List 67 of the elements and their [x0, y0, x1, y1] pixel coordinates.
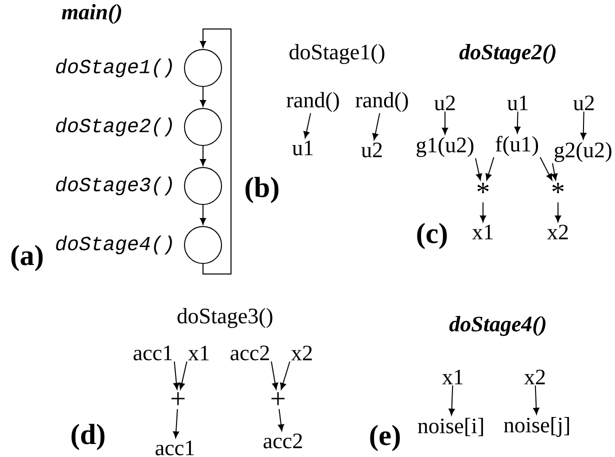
function-label: doStage3()	[56, 176, 172, 196]
panel-label: (a)	[11, 244, 43, 272]
arrow	[580, 111, 586, 140]
value-text: acc2	[264, 434, 302, 448]
arrow	[533, 384, 540, 415]
arrow	[442, 111, 448, 134]
operator-symbol: *	[552, 182, 564, 194]
value-text: noise[i]	[418, 418, 483, 436]
value-text: x1	[472, 224, 493, 240]
operator-symbol: *	[477, 182, 489, 194]
function-label: doStage4()	[56, 236, 172, 254]
arrow	[200, 28, 232, 274]
arrow	[554, 202, 562, 222]
value-text: acc1	[134, 346, 172, 360]
value-text: f(u1)	[496, 136, 538, 156]
stage-circle	[184, 167, 222, 205]
value-text: rand()	[286, 92, 339, 112]
value-text: x1	[442, 370, 463, 384]
value-text: noise[j]	[504, 417, 569, 437]
arrow	[280, 360, 290, 390]
arrow	[303, 112, 312, 138]
arrow	[475, 158, 482, 180]
function-title: doStage3()	[178, 308, 272, 328]
function-title: doStage2()	[459, 44, 556, 64]
arrow	[448, 384, 455, 416]
value-text: u2	[361, 142, 382, 158]
value-text: acc2	[230, 346, 269, 360]
value-text: x1	[188, 346, 209, 360]
value-text: g2(u2)	[554, 142, 612, 162]
function-title: main()	[62, 4, 122, 24]
value-text: x2	[524, 370, 545, 384]
operator-symbol: +	[172, 392, 185, 406]
value-text: u1	[507, 96, 528, 110]
panel-label: (d)	[72, 424, 104, 450]
arrow	[372, 112, 380, 140]
value-text: rand()	[356, 92, 408, 112]
arrow	[480, 202, 486, 222]
arrow	[270, 361, 278, 390]
value-text: acc1	[156, 440, 194, 456]
arrow	[552, 162, 558, 180]
arrow	[200, 146, 206, 166]
stage-circle	[184, 226, 222, 264]
value-text: x2	[291, 346, 312, 360]
stage-circle	[184, 49, 222, 87]
panel-label: (e)	[370, 424, 400, 452]
arrow	[173, 361, 180, 390]
arrow	[486, 156, 494, 180]
arrow	[178, 360, 188, 390]
value-text: u1	[292, 140, 313, 156]
arrow	[200, 86, 206, 107]
function-label: doStage1()	[56, 58, 172, 78]
function-title: doStage1()	[290, 44, 384, 64]
value-text: x2	[547, 224, 568, 240]
value-text: g1(u2)	[416, 137, 474, 157]
function-title: doStage4()	[449, 316, 546, 336]
operator-symbol: +	[272, 392, 285, 406]
panel-label: (b)	[246, 176, 278, 204]
stage-circle	[184, 108, 222, 146]
arrow	[540, 156, 552, 181]
arrow	[278, 408, 284, 432]
function-label: doStage2()	[56, 118, 172, 136]
value-text: u2	[573, 96, 594, 110]
panel-label: (c)	[417, 222, 447, 250]
arrow	[200, 204, 206, 225]
arrow	[172, 408, 180, 438]
arrow	[514, 111, 520, 134]
value-text: u2	[434, 96, 455, 110]
